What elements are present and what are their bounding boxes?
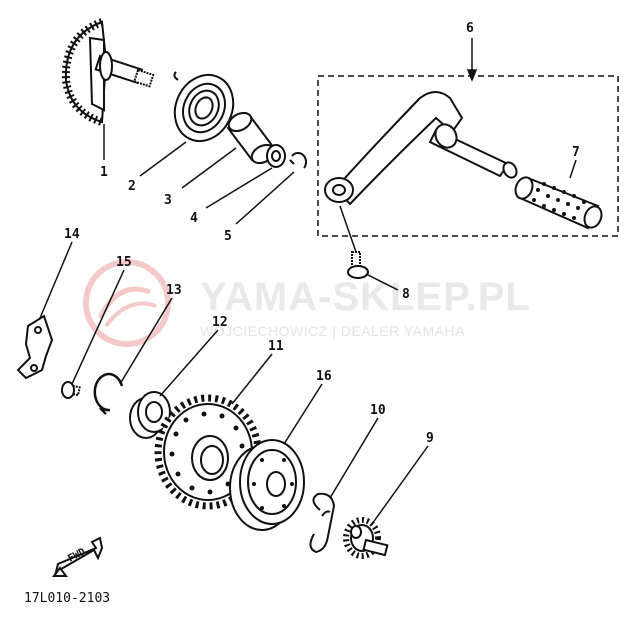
part-circlip-13	[93, 372, 124, 415]
part-circlip	[289, 151, 308, 169]
callouts: 1 2 3 4 5 6 7 8 9 10 11 12 13 14 15 16	[64, 21, 580, 446]
assembly-box	[317, 75, 619, 237]
diagram-code: 17L010-2103	[24, 591, 110, 606]
callout-5: 5	[224, 229, 232, 244]
part-bearing	[129, 391, 171, 439]
leader-lines	[39, 38, 577, 525]
callout-7: 7	[572, 145, 580, 160]
forward-arrow: FWD	[52, 536, 104, 577]
part-kick-grip	[514, 176, 603, 230]
callout-10: 10	[370, 403, 386, 418]
callout-4: 4	[190, 211, 198, 226]
callout-11: 11	[268, 339, 284, 354]
part-kick-spring	[173, 71, 235, 143]
callout-13: 13	[166, 283, 182, 298]
part-kick-crank-assembly	[317, 75, 619, 237]
part-clip	[309, 492, 336, 554]
part-bolt	[347, 251, 369, 279]
callout-6: 6	[466, 21, 474, 36]
forward-arrow-label: FWD	[66, 546, 87, 564]
callout-1: 1	[100, 165, 108, 180]
callout-14: 14	[64, 227, 80, 242]
watermark-logo	[83, 259, 171, 347]
watermark-brand: YAMA-SKLEP.PL	[200, 275, 531, 319]
kick-crank-arm	[324, 91, 518, 206]
part-kick-pinion	[343, 517, 389, 559]
callout-8: 8	[402, 287, 410, 302]
part-drive-hub	[229, 439, 305, 531]
part-stopper-plate	[16, 314, 54, 380]
callout-15: 15	[116, 255, 132, 270]
part-screw	[61, 381, 81, 399]
watermark-subtitle: WOJCIECHOWICZ | DEALER YAMAHA	[200, 323, 465, 339]
callout-9: 9	[426, 431, 434, 446]
callout-3: 3	[164, 193, 172, 208]
part-kick-gear	[61, 18, 155, 126]
part-washer	[266, 144, 286, 168]
watermark: YAMA-SKLEP.PL WOJCIECHOWICZ | DEALER YAM…	[83, 259, 531, 347]
callout-16: 16	[316, 369, 332, 384]
callout-2: 2	[128, 179, 136, 194]
callout-12: 12	[212, 315, 228, 330]
